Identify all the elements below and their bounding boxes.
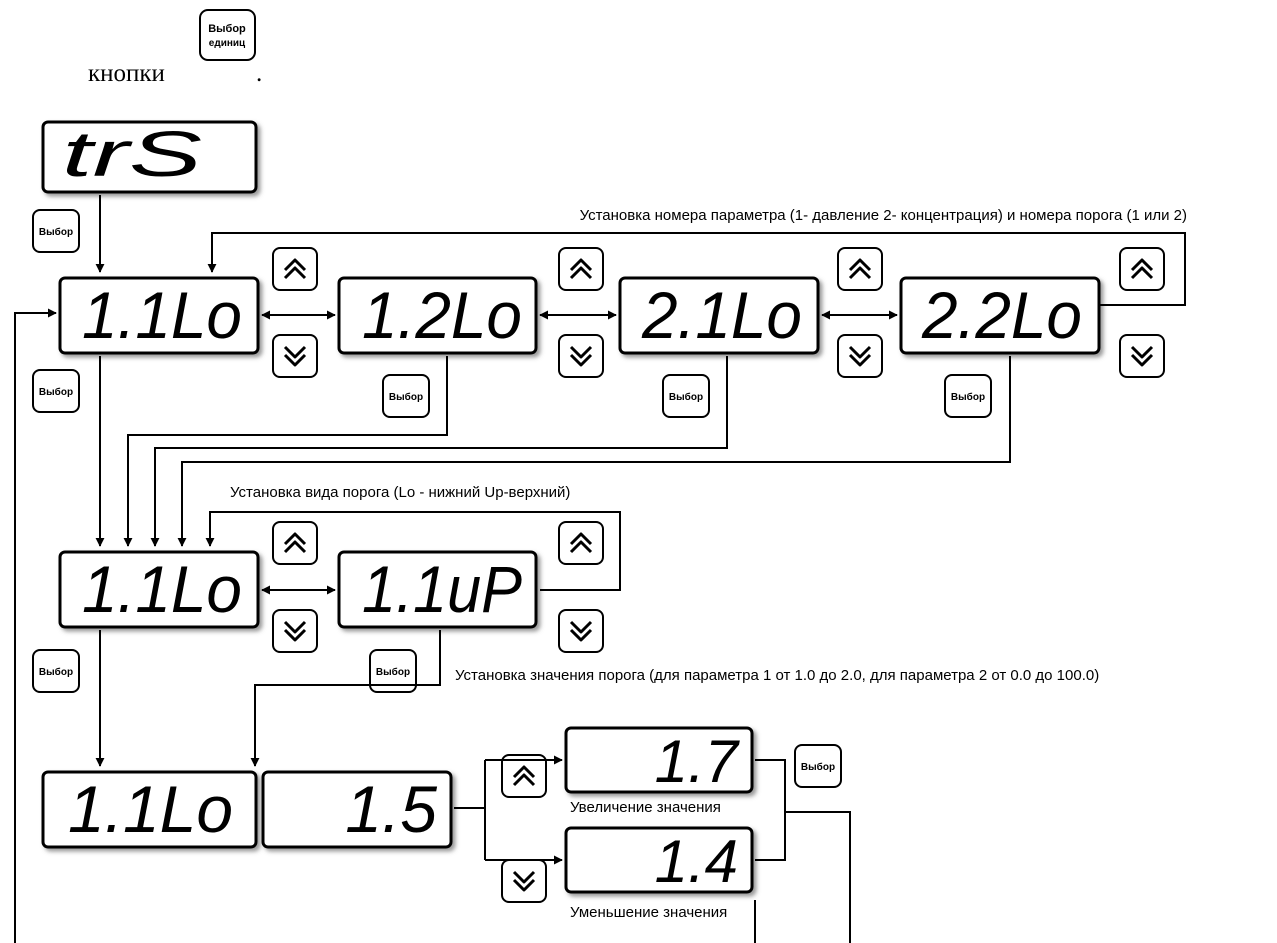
select-button-p22lo[interactable]: Выбор: [944, 374, 992, 418]
up-button-p12lo[interactable]: [558, 247, 604, 291]
display-p22lo-text: 2.2Lo: [921, 278, 1082, 352]
caption-kind: Установка вида порога (Lo - нижний Up-ве…: [230, 484, 570, 501]
select-button-label: Выбор: [951, 391, 985, 403]
display-v17: 1.7: [564, 726, 754, 795]
up-button-p22lo[interactable]: [1119, 247, 1165, 291]
down-button-p11lo[interactable]: [272, 334, 318, 378]
select-button-k11up[interactable]: Выбор: [369, 649, 417, 693]
display-p21lo: 2.1Lo: [618, 276, 820, 355]
down-button-p22lo[interactable]: [1119, 334, 1165, 378]
select-button-k11lo[interactable]: Выбор: [32, 649, 80, 693]
display-v14-text: 1.4: [655, 828, 738, 895]
double-chevron-up-icon: [283, 532, 307, 554]
units-button-line1: Выбор: [208, 23, 246, 35]
up-button-value[interactable]: [501, 754, 547, 798]
down-button-k11lo[interactable]: [272, 609, 318, 653]
double-chevron-down-icon: [569, 620, 593, 642]
display-v17-text: 1.7: [655, 728, 741, 795]
select-button-p12lo[interactable]: Выбор: [382, 374, 430, 418]
double-chevron-down-icon: [283, 345, 307, 367]
display-v11lo-text: 1.1Lo: [68, 772, 233, 846]
select-button-label: Выбор: [376, 666, 410, 678]
up-button-k11up[interactable]: [558, 521, 604, 565]
display-v15: 1.5: [261, 770, 453, 849]
display-k11lo-text: 1.1Lo: [82, 552, 242, 626]
double-chevron-up-icon: [569, 532, 593, 554]
select-button-label: Выбор: [669, 391, 703, 403]
select-button-p11lo[interactable]: Выбор: [32, 369, 80, 413]
select-button-p21lo[interactable]: Выбор: [662, 374, 710, 418]
units-button-line2: единиц: [209, 38, 246, 49]
double-chevron-down-icon: [512, 870, 536, 892]
display-k11lo: 1.1Lo: [58, 550, 260, 629]
display-p12lo: 1.2Lo: [337, 276, 538, 355]
display-p11lo-text: 1.1Lo: [82, 278, 242, 352]
up-button-k11lo[interactable]: [272, 521, 318, 565]
down-button-p12lo[interactable]: [558, 334, 604, 378]
display-p11lo: 1.1Lo: [58, 276, 260, 355]
period: .: [256, 60, 263, 87]
units-select-button[interactable]: Выбор единиц: [199, 9, 256, 61]
double-chevron-up-icon: [1130, 258, 1154, 280]
caption-decrease: Уменьшение значения: [570, 904, 727, 921]
select-button-label: Выбор: [39, 226, 73, 238]
display-p22lo: 2.2Lo: [899, 276, 1101, 355]
double-chevron-down-icon: [569, 345, 593, 367]
display-p21lo-text: 2.1Lo: [641, 278, 802, 352]
display-v11lo: 1.1Lo: [41, 770, 258, 849]
select-button-label: Выбор: [801, 761, 835, 773]
caption-param: Установка номера параметра (1- давление …: [580, 207, 1187, 224]
select-button-value[interactable]: Выбор: [794, 744, 842, 788]
double-chevron-up-icon: [848, 258, 872, 280]
display-v14: 1.4: [564, 826, 754, 895]
select-button-trs[interactable]: Выбор: [32, 209, 80, 253]
double-chevron-down-icon: [283, 620, 307, 642]
display-k11up: 1.1uP: [337, 550, 538, 629]
select-button-label: Выбор: [39, 386, 73, 398]
down-button-p21lo[interactable]: [837, 334, 883, 378]
down-button-value[interactable]: [501, 859, 547, 903]
display-p12lo-text: 1.2Lo: [362, 278, 522, 352]
display-k11up-text: 1.1uP: [362, 552, 522, 626]
caption-increase: Увеличение значения: [570, 799, 721, 816]
double-chevron-down-icon: [1130, 345, 1154, 367]
select-button-label: Выбор: [389, 391, 423, 403]
display-trs: trS: [41, 118, 258, 194]
up-button-p11lo[interactable]: [272, 247, 318, 291]
double-chevron-down-icon: [848, 345, 872, 367]
intro-text: кнопки: [88, 60, 165, 87]
connectors: [14, 195, 1186, 943]
up-button-p21lo[interactable]: [837, 247, 883, 291]
select-button-label: Выбор: [39, 666, 73, 678]
display-v15-text: 1.5: [345, 772, 437, 846]
down-button-k11up[interactable]: [558, 609, 604, 653]
double-chevron-up-icon: [569, 258, 593, 280]
double-chevron-up-icon: [512, 765, 536, 787]
caption-value: Установка значения порога (для параметра…: [455, 667, 1099, 684]
double-chevron-up-icon: [283, 258, 307, 280]
display-trs-text: trS: [62, 118, 202, 190]
